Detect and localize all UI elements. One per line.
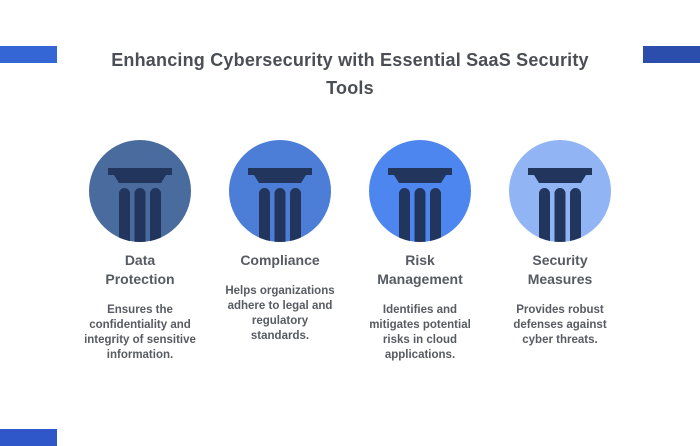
tool-heading: Risk Management: [377, 252, 463, 287]
tool-description: Identifies and mitigates potential risks…: [369, 304, 471, 361]
pillar-icon: [528, 168, 592, 242]
tool-circle: [229, 140, 331, 242]
tool-column: Data Protection Ensures the confidential…: [80, 140, 200, 363]
page-title: Enhancing Cybersecurity with Essential S…: [111, 50, 589, 98]
tools-row: Data Protection Ensures the confidential…: [0, 140, 700, 363]
tool-circle: [89, 140, 191, 242]
tool-heading: Security Measures: [527, 252, 593, 287]
tool-heading: Compliance: [240, 252, 320, 268]
pillar-icon: [388, 168, 452, 242]
pillar-icon: [248, 168, 312, 242]
infographic-canvas: Enhancing Cybersecurity with Essential S…: [0, 46, 700, 446]
corner-bar-bottom-left: [0, 429, 57, 446]
tool-description: Ensures the confidentiality and integrit…: [84, 304, 196, 361]
tool-column: Security Measures Provides robust defens…: [500, 140, 620, 363]
pillar-icon: [108, 168, 172, 242]
corner-bar-top-right: [643, 46, 700, 63]
tool-column: Compliance Helps organizations adhere to…: [220, 140, 340, 363]
tool-circle: [369, 140, 471, 242]
tool-column: Risk Management Identifies and mitigates…: [360, 140, 480, 363]
tool-description: Provides robust defenses against cyber t…: [513, 304, 607, 346]
tool-heading: Data Protection: [105, 252, 175, 287]
tool-description: Helps organizations adhere to legal and …: [225, 285, 335, 342]
tool-circle: [509, 140, 611, 242]
corner-bar-top-left: [0, 46, 57, 63]
